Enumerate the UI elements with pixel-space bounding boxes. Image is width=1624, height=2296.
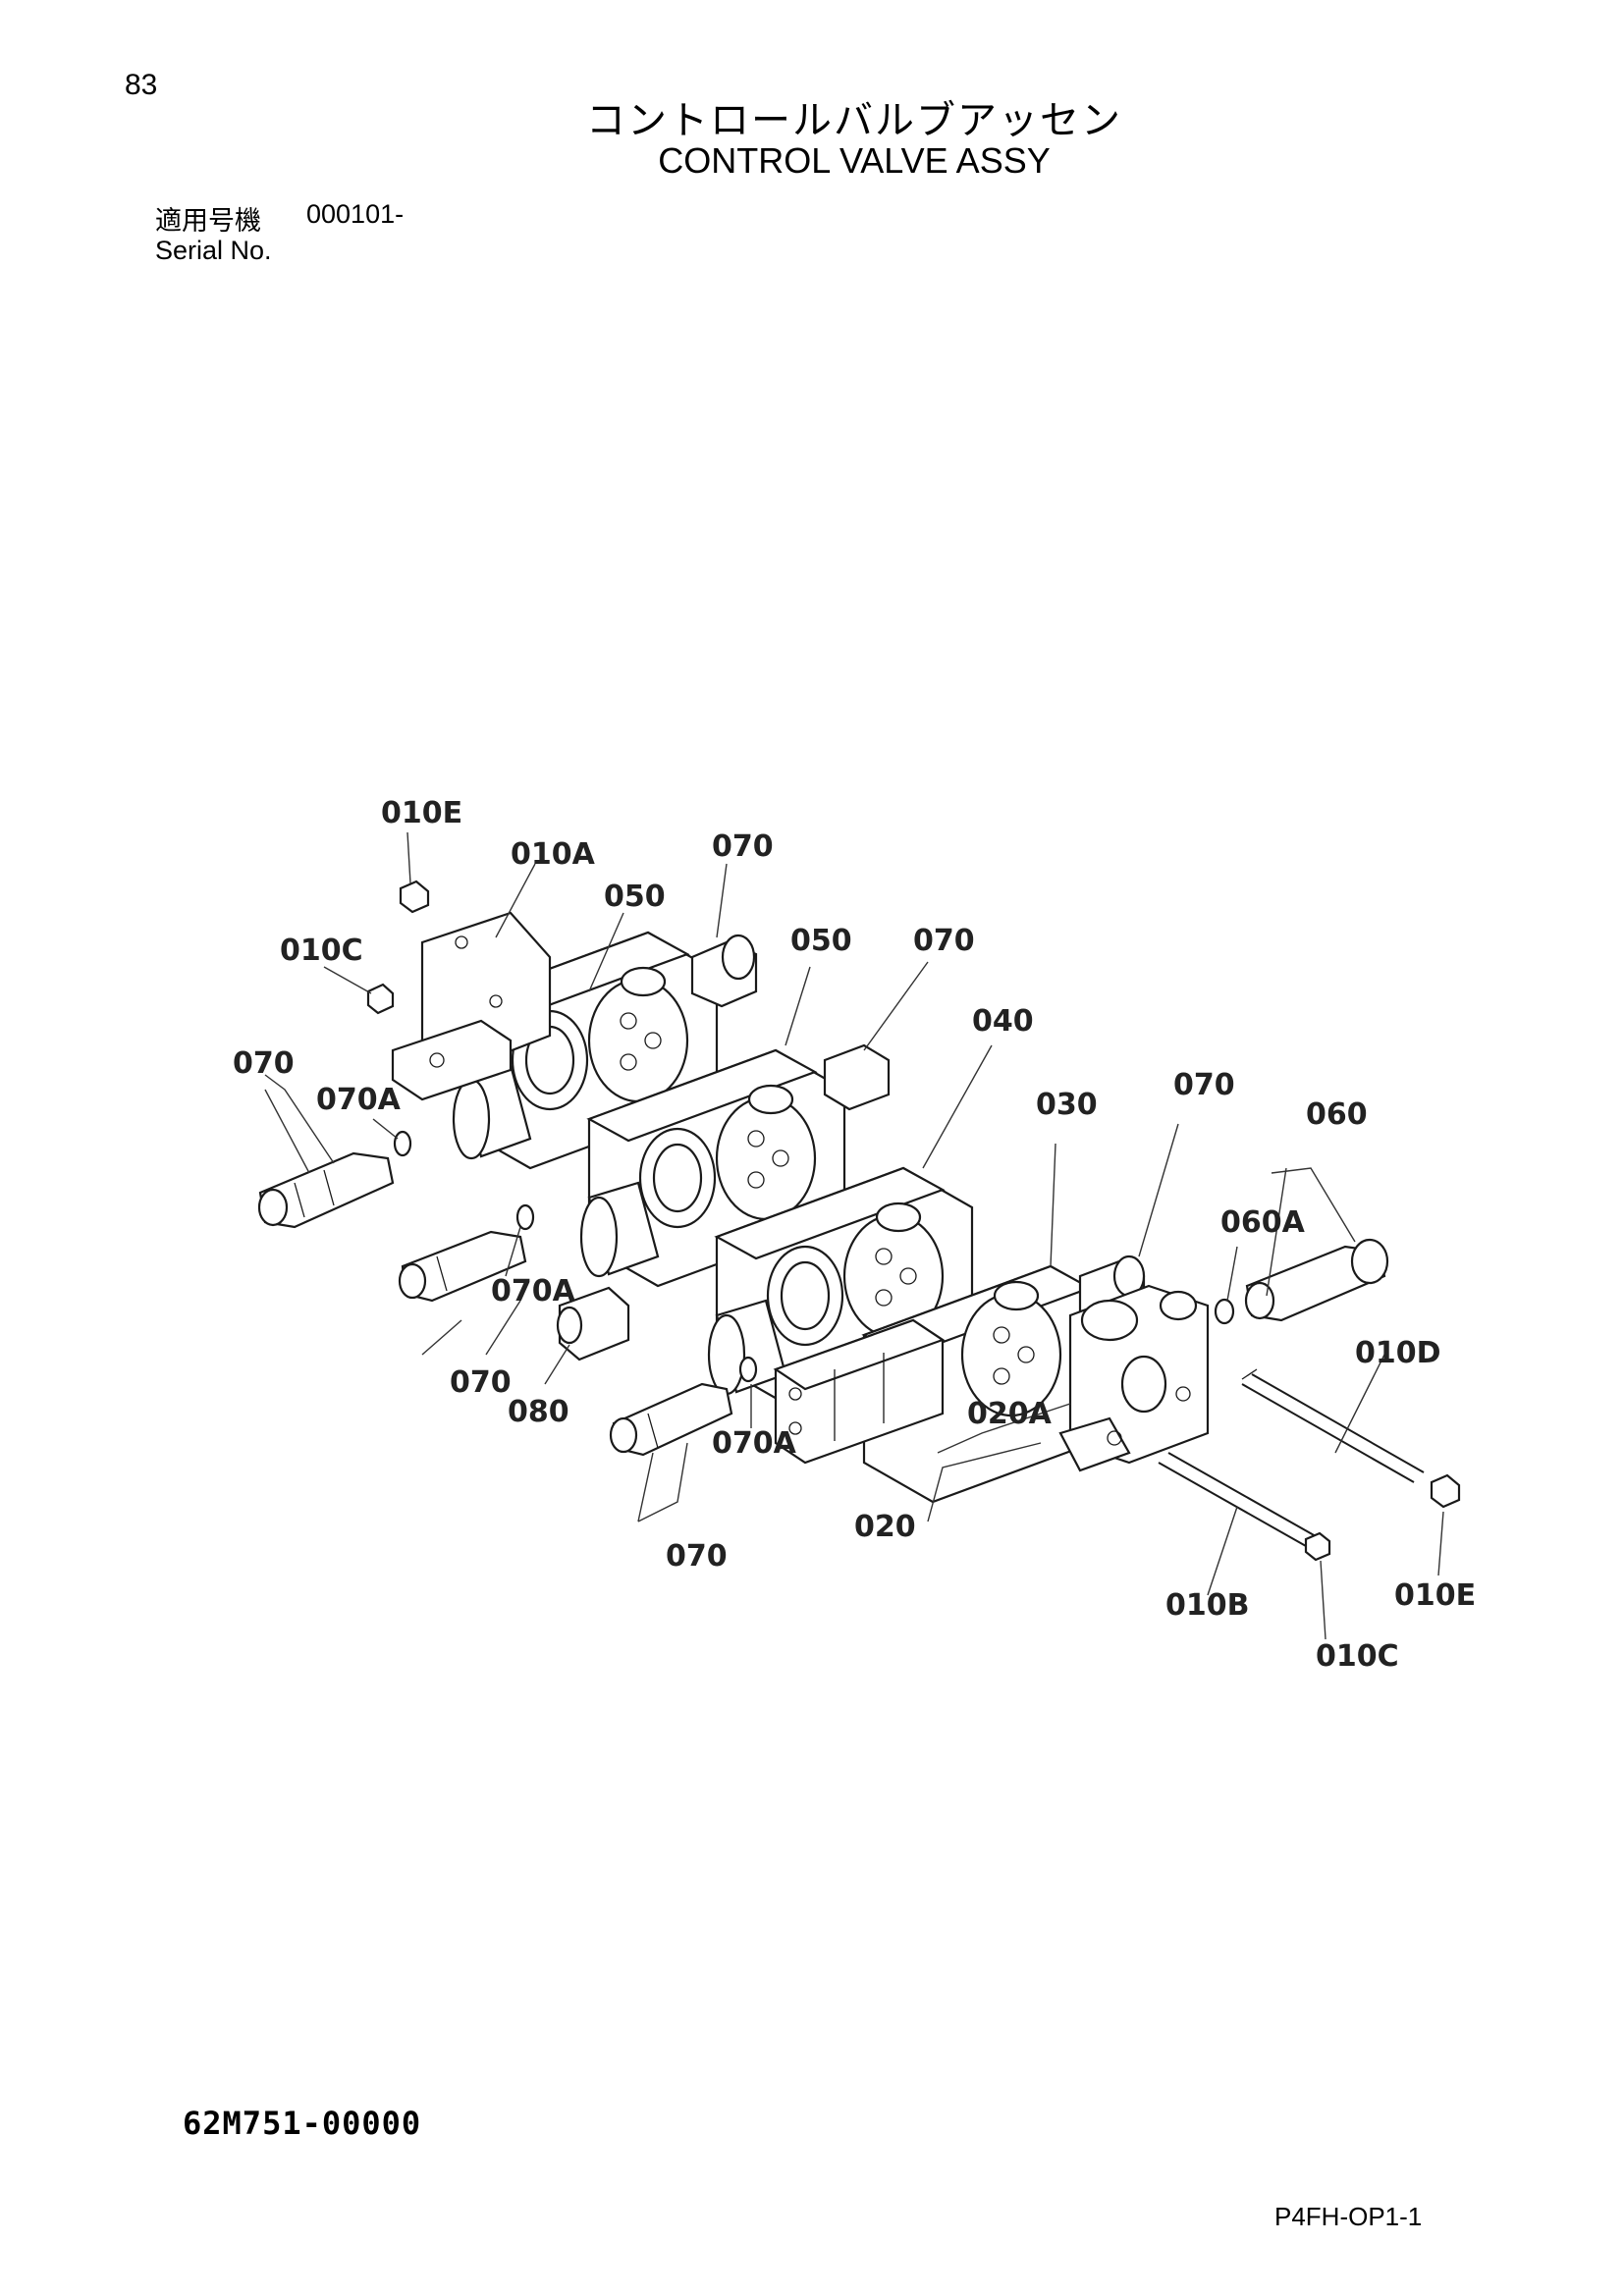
callout-080: 080 — [508, 1395, 569, 1429]
drawing-number: 62M751-00000 — [183, 2105, 422, 2142]
callout-070A-low: 070A — [712, 1426, 797, 1461]
relief-valve-070-lower — [398, 1230, 527, 1303]
leader-lines — [264, 831, 1444, 1640]
valve-section-050-front — [579, 1043, 891, 1288]
callout-070-mid: 070 — [913, 924, 975, 958]
callout-070-right: 070 — [1173, 1068, 1235, 1102]
relief-valve-070-bottom — [609, 1382, 733, 1457]
tie-rod-010B — [1158, 1452, 1317, 1547]
oring-070A-low — [738, 1356, 758, 1383]
callout-010E-top: 010E — [381, 796, 462, 830]
inlet-section-020 — [1058, 1284, 1210, 1472]
sheet-code: P4FH-OP1-1 — [1274, 2202, 1423, 2231]
callout-050-front: 050 — [790, 924, 852, 958]
callout-010C-bottom: 010C — [1316, 1639, 1399, 1674]
callout-070-top: 070 — [712, 829, 774, 864]
solenoid-block-020A — [773, 1318, 946, 1465]
callout-010B: 010B — [1165, 1588, 1250, 1623]
oring-060A — [1214, 1298, 1235, 1325]
callout-020A: 020A — [967, 1397, 1053, 1431]
callout-050-rear: 050 — [604, 880, 666, 914]
page-title: CONTROL VALVE ASSY — [658, 140, 1051, 181]
relief-valve-060 — [1244, 1238, 1389, 1322]
relief-valve-070-left — [257, 1151, 395, 1229]
callout-060: 060 — [1306, 1097, 1368, 1132]
oring-070A-mid — [515, 1203, 535, 1231]
nut-010E-bottom — [1430, 1473, 1461, 1509]
page-number: 83 — [125, 69, 158, 101]
plug-080 — [556, 1286, 630, 1362]
serial-label-japanese: 適用号機 — [155, 206, 261, 237]
callout-030: 030 — [1036, 1088, 1098, 1122]
spool-070-top — [690, 934, 758, 1008]
callout-020: 020 — [854, 1510, 916, 1544]
callout-040: 040 — [972, 1004, 1034, 1039]
callout-010C-top: 010C — [280, 934, 363, 968]
callout-010A: 010A — [511, 837, 596, 872]
serial-label: Serial No. — [155, 236, 272, 265]
nut-010C-bottom — [1304, 1531, 1331, 1562]
callout-070-left: 070 — [233, 1046, 295, 1081]
nut-010E-top — [399, 880, 430, 914]
callout-010E-bottom: 010E — [1394, 1578, 1476, 1613]
callout-010D: 010D — [1355, 1336, 1441, 1370]
callout-070-bottom: 070 — [666, 1539, 728, 1574]
callout-070A-mid: 070A — [491, 1274, 576, 1308]
serial-number-value: 000101- — [306, 199, 405, 229]
tie-rod-010D — [1241, 1368, 1425, 1483]
callout-060A: 060A — [1220, 1205, 1306, 1240]
callout-070-lower: 070 — [450, 1365, 512, 1400]
callout-070A-left: 070A — [316, 1083, 402, 1117]
page-title-japanese: コントロールバルブアッセン — [586, 98, 1122, 143]
end-plate-010A — [391, 911, 552, 1101]
oring-070A-left — [393, 1130, 412, 1157]
nut-010C-top — [366, 983, 395, 1015]
